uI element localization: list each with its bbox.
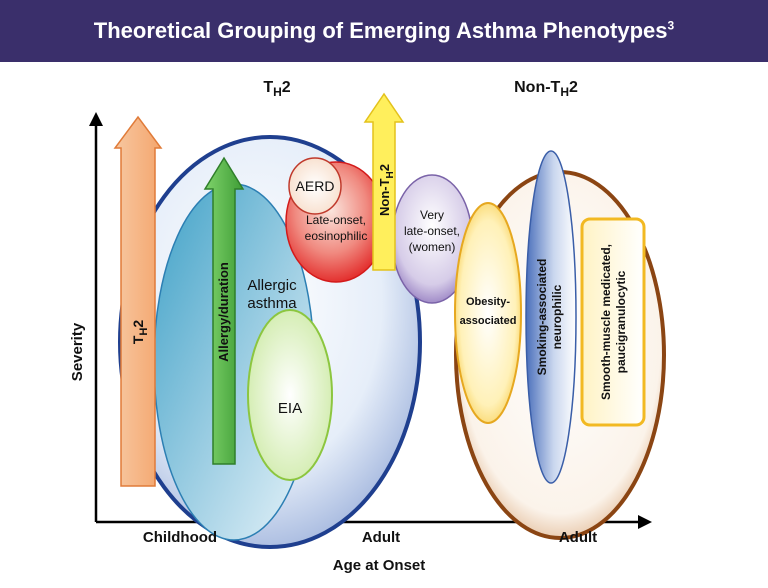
th2-arrow — [113, 115, 163, 487]
obesity-label-line1: Obesity- — [466, 296, 510, 308]
title-reference: 3 — [667, 18, 675, 33]
smoking-associated-ellipse — [525, 150, 577, 484]
aerd-label: AERD — [296, 178, 335, 194]
late-onset-label-line2: eosinophilic — [305, 229, 368, 243]
x-tick-adult-2: Adult — [559, 529, 597, 546]
eia-label: EIA — [278, 400, 302, 417]
very-late-onset-label-line2: late-onset, — [404, 224, 460, 238]
x-tick-adult-1: Adult — [362, 529, 400, 546]
non-th2-arrow — [363, 92, 405, 271]
x-axis-arrowhead — [638, 515, 652, 529]
x-axis-label: Age at Onset — [333, 557, 426, 574]
smoking-label-line2: neurophilic — [550, 284, 564, 349]
smoking-label-line1: Smoking-associated — [535, 259, 549, 376]
very-late-onset-label-line3: (women) — [409, 240, 456, 254]
aerd-ellipse — [288, 157, 342, 215]
diagram-title: Theoretical Grouping of Emerging Asthma … — [93, 18, 675, 43]
th2-arrow-label: TH2 — [130, 320, 150, 345]
allergic-asthma-label-line1: Allergic — [247, 277, 297, 294]
non-th2-arrow-label: Non-TH2 — [377, 164, 396, 216]
y-axis-arrowhead — [89, 112, 103, 126]
th2-group-heading: TH2 — [263, 79, 290, 99]
obesity-label-line2: associated — [460, 315, 517, 327]
phenotype-diagram: TH2 Non-TH2 Severity Age at Onset Childh… — [69, 79, 666, 574]
x-tick-childhood: Childhood — [143, 529, 217, 546]
smooth-muscle-box — [580, 217, 646, 427]
late-onset-label-line1: Late-onset, — [306, 213, 366, 227]
allergy-duration-label: Allergy/duration — [216, 262, 231, 362]
smooth-muscle-label-line1: Smooth-muscle medicated, — [599, 244, 613, 400]
smooth-muscle-label-line2: paucigranulocytic — [614, 270, 628, 373]
title-banner — [0, 0, 768, 62]
obesity-associated-ellipse — [454, 202, 522, 424]
y-axis-label: Severity — [69, 322, 86, 381]
eia-ellipse — [247, 309, 333, 481]
non-th2-group-heading: Non-TH2 — [514, 79, 578, 99]
allergy-duration-arrow — [203, 156, 245, 465]
allergic-asthma-label-line2: asthma — [247, 295, 297, 312]
very-late-onset-label-line1: Very — [420, 208, 444, 222]
